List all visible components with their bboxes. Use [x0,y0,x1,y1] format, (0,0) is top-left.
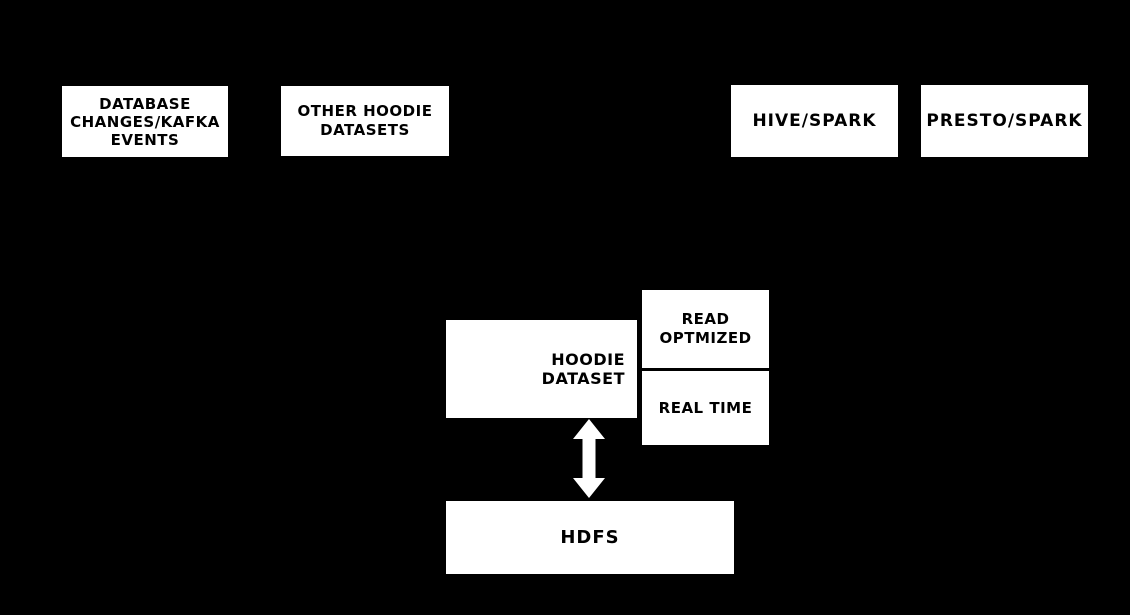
up-down-arrow-icon [571,419,607,498]
node-label: REAL TIME [658,398,753,417]
node-label: PRESTO/SPARK [926,110,1083,131]
node-hive-spark: HIVE/SPARK [731,85,898,157]
node-database-changes-kafka-events: DATABASE CHANGES/KAFKA EVENTS [62,86,228,157]
node-label: HDFS [560,526,620,548]
node-real-time: REAL TIME [642,371,769,445]
node-label: HIVE/SPARK [752,110,877,131]
node-presto-spark: PRESTO/SPARK [921,85,1088,157]
node-other-hoodie-datasets: OTHER HOODIE DATASETS [281,86,449,156]
node-read-optimized: READ OPTMIZED [642,290,769,368]
node-label: OTHER HOODIE DATASETS [297,102,433,139]
node-label: HOODIE DATASET [541,350,625,388]
node-label: DATABASE CHANGES/KAFKA EVENTS [70,94,220,149]
node-hoodie-dataset: HOODIE DATASET [446,320,637,418]
node-label: READ OPTMIZED [659,310,752,347]
node-hdfs: HDFS [446,501,734,574]
